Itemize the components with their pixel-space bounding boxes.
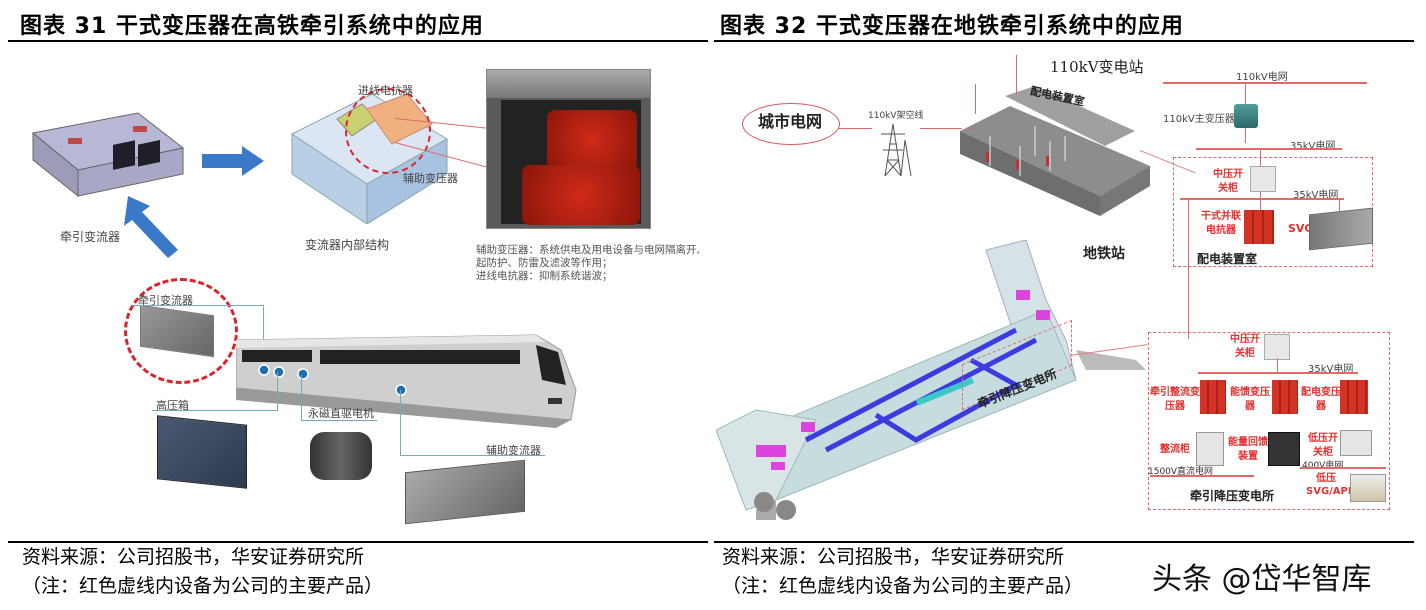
- pointer-line: [152, 410, 278, 411]
- metro-station-image: [715, 239, 1146, 520]
- label-pm-motor: 永磁直驱电机: [308, 407, 374, 420]
- label-400v-grid: 400V电网: [1302, 461, 1344, 471]
- feeder-line: [1188, 199, 1189, 339]
- energy-feedback-device-icon: [1268, 432, 1300, 466]
- label-rectifier-cabinet: 整流柜: [1160, 444, 1190, 455]
- pointer-line: [400, 455, 545, 456]
- bus-35kv: [1180, 198, 1344, 200]
- note-line: 进线电抗器：抑制系统谐波；: [476, 270, 613, 282]
- connector-line: [838, 128, 872, 129]
- note-line: 辅助变压器：系统供电及用电设备与电网隔离开,: [476, 244, 700, 256]
- label-dry-reactor: 干式并联电抗器: [1201, 211, 1241, 236]
- note-line: 起防护、防雷及滤波等作用；: [476, 257, 613, 269]
- connector-line: [1277, 358, 1278, 374]
- label-35kv-grid-c: 35kV电网: [1308, 364, 1354, 375]
- pylon-icon: [875, 120, 915, 180]
- high-voltage-box-image: [157, 415, 247, 489]
- label-35kv-grid-b: 35kV电网: [1293, 190, 1339, 201]
- figure-32-title: 图表 32 干式变压器在地铁牵引系统中的应用: [720, 14, 1184, 39]
- arrow-right-icon: [202, 146, 264, 180]
- pointer-line: [263, 305, 264, 367]
- label-traction-substation: 牵引降压变电所: [1190, 489, 1275, 503]
- label-energy-feedback-transformer: 能馈变压器: [1230, 387, 1270, 412]
- label-110kv-substation: 110kV变电站: [1050, 58, 1144, 76]
- label-metro-station: 地铁站: [1083, 246, 1125, 262]
- note-left: （注：红色虚线内设备为公司的主要产品）: [22, 575, 384, 597]
- rectifier-transformer-icon: [1200, 380, 1226, 414]
- label-high-voltage-box: 高压箱: [156, 399, 189, 412]
- bus-400v: [1300, 467, 1386, 469]
- svg-apf-icon: [1350, 474, 1386, 502]
- bus-35kv: [1196, 148, 1342, 150]
- note-right: （注：红色虚线内设备为公司的主要产品）: [722, 575, 1084, 597]
- red-dashed-highlight: [124, 278, 238, 384]
- label-lv-svg-apf: 低压SVG/APF: [1306, 473, 1355, 497]
- aux-converter-image: [405, 459, 525, 525]
- train-image: [235, 330, 578, 430]
- pointer-line: [301, 375, 302, 421]
- switchgear-icon: [1264, 334, 1290, 360]
- label-110kv-line: 110kV架空线: [868, 111, 924, 121]
- rectifier-cabinet-icon: [1196, 432, 1224, 466]
- watermark: 头条 @岱华智库: [1152, 562, 1372, 597]
- label-1500v-dc: 1500V直流电网: [1148, 467, 1214, 477]
- title-rule-left: [8, 40, 708, 42]
- bus-110kv: [1163, 82, 1367, 84]
- connector-line: [920, 128, 962, 129]
- label-mv-switchgear-b: 中压开关柜: [1230, 334, 1260, 359]
- source-rule-right: [714, 541, 1414, 543]
- aux-transformer-photo: [486, 69, 651, 229]
- bus-1500v: [1150, 475, 1254, 477]
- source-rule-left: [8, 541, 708, 543]
- title-rule-right: [714, 40, 1414, 42]
- traction-converter-image: [28, 108, 188, 198]
- connector-line: [1016, 55, 1017, 95]
- traction-substation-dashed-box: [1148, 332, 1390, 510]
- label-mv-switchgear-a: 中压开关柜: [1213, 169, 1243, 194]
- label-main-transformer: 110kV主变压器: [1163, 114, 1235, 125]
- label-traction-converter-circle: 牵引变流器: [138, 294, 193, 307]
- switchgear-icon: [1250, 166, 1276, 192]
- label-aux-transformer: 辅助变压器: [403, 172, 458, 185]
- label-aux-converter: 辅助变流器: [486, 444, 541, 457]
- label-110kv-grid: 110kV电网: [1236, 72, 1288, 83]
- notes-block: 辅助变压器：系统供电及用电设备与电网隔离开, 起防护、防雷及滤波等作用； 进线电…: [476, 244, 700, 283]
- label-distribution-transformer: 配电变压器: [1301, 387, 1341, 412]
- city-grid-ellipse: [742, 103, 840, 145]
- dry-reactor-icon: [1244, 210, 1274, 244]
- connector-line: [1260, 149, 1261, 241]
- pointer-line: [301, 420, 377, 421]
- connector-line: [1339, 198, 1340, 212]
- main-transformer-icon: [1234, 104, 1258, 128]
- red-dashed-highlight: [345, 88, 431, 174]
- substation-image: [960, 86, 1150, 221]
- svg-cabinet-icon: [1309, 207, 1373, 251]
- distribution-transformer-icon: [1340, 380, 1368, 414]
- pointer-line: [277, 372, 278, 411]
- label-distribution-room: 配电装置室: [1197, 252, 1258, 266]
- pointer-line: [400, 390, 401, 456]
- bus-35kv: [1198, 372, 1358, 374]
- converter-box-icon: [31, 112, 185, 198]
- label-svg: SVG: [1288, 222, 1314, 235]
- label-converter-internal: 变流器内部结构: [305, 238, 390, 252]
- label-traction-converter-top: 牵引变流器: [60, 230, 121, 244]
- label-lv-switchgear: 低压开关柜: [1308, 433, 1338, 458]
- label-energy-feedback-device: 能量回馈装置: [1228, 437, 1268, 462]
- energy-feedback-transformer-icon: [1272, 380, 1298, 414]
- label-rectifier-transformer: 牵引整流变压器: [1150, 387, 1200, 412]
- label-35kv-grid-a: 35kV电网: [1290, 141, 1336, 152]
- pointer-line: [132, 305, 264, 306]
- label-input-reactor: 进线电抗器: [358, 84, 413, 97]
- connector-line: [975, 84, 976, 114]
- label-city-grid: 城市电网: [758, 112, 823, 131]
- figure-31-title: 图表 31 干式变压器在高铁牵引系统中的应用: [20, 14, 484, 39]
- source-right: 资料来源：公司招股书，华安证券研究所: [722, 546, 1065, 568]
- pm-motor-image: [310, 432, 372, 480]
- arrow-up-icon: [120, 196, 180, 262]
- lv-switchgear-icon: [1340, 430, 1372, 456]
- source-left: 资料来源：公司招股书，华安证券研究所: [22, 546, 365, 568]
